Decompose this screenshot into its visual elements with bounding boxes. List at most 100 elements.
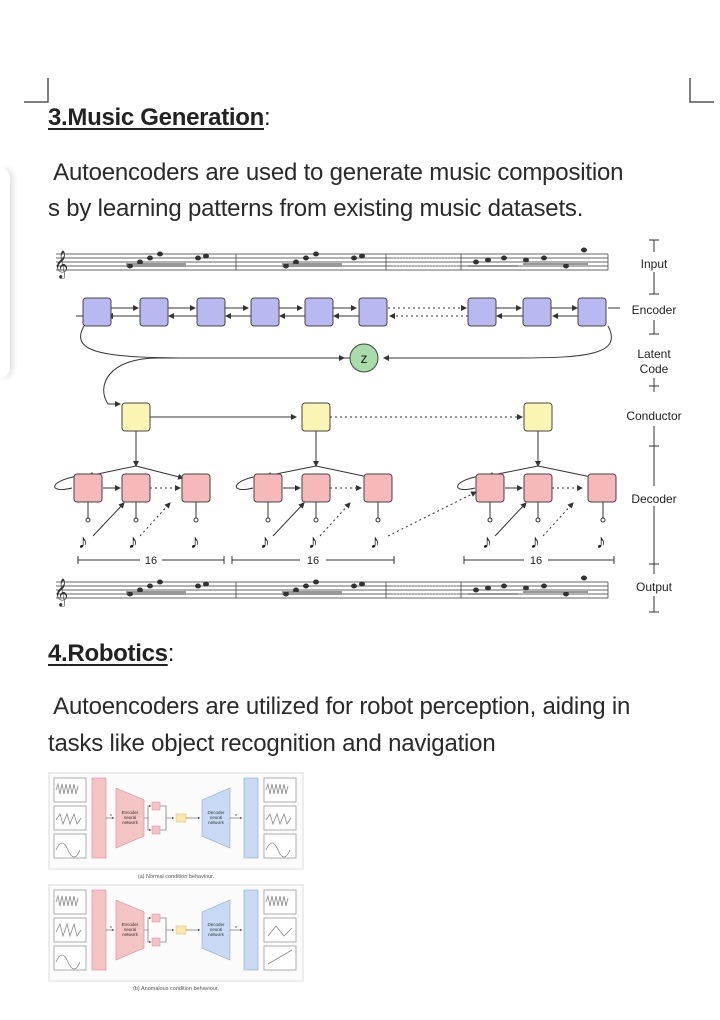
decoder-cell <box>475 473 505 503</box>
crop-mark-left <box>24 78 49 103</box>
encoder-cell <box>358 297 388 327</box>
output-notes <box>126 575 588 597</box>
section4-paragraph: Autoencoders are utilized for robot perc… <box>48 688 708 762</box>
decoder-cell <box>73 473 103 503</box>
decoder-cell <box>253 473 283 503</box>
svg-text:network: network <box>208 820 225 825</box>
section4-paragraph-line1: Autoencoders are utilized for robot perc… <box>48 693 631 720</box>
encoder-trapezoid <box>115 899 145 961</box>
input-label: Input <box>641 257 668 271</box>
encoder-label: Encoder neural network <box>122 810 139 825</box>
eighth-note-icon: ♪ <box>308 531 318 553</box>
caption-anomalous: (b) Anomalous condition behaviour. <box>133 986 219 992</box>
svg-text:Encoder: Encoder <box>122 810 139 815</box>
xhat-label: x' <box>235 924 238 929</box>
output-dotted-gap <box>393 585 458 595</box>
section3-paragraph-line2: s by learning patterns from existing mus… <box>48 195 584 222</box>
decoder-output-dots <box>85 517 606 523</box>
output-label: Output <box>636 580 673 594</box>
svg-text:Encoder: Encoder <box>122 922 139 927</box>
xhat-label: x' <box>235 812 238 817</box>
section3-heading: 3.Music Generation: <box>48 104 271 132</box>
encoder-cell <box>250 297 280 327</box>
eighth-note-icon: ♪ <box>530 531 540 553</box>
side-label-markers <box>649 239 659 613</box>
latent-z-label: z <box>361 350 368 366</box>
decoder-cell <box>363 473 393 503</box>
latent-label-line1: Latent <box>637 347 671 361</box>
input-notes <box>126 247 588 269</box>
decoder-cell <box>181 473 211 503</box>
latent-box <box>175 925 187 935</box>
crop-mark-right <box>689 78 714 103</box>
latent-box <box>175 813 187 823</box>
svg-text:network: network <box>122 820 139 825</box>
svg-text:network: network <box>122 932 139 937</box>
encoder-label: Encoder neural network <box>122 922 139 937</box>
encoder-cell <box>467 297 497 327</box>
latent-connections <box>80 325 612 407</box>
decoder-label: Decoder neural network <box>207 810 225 825</box>
conductor-cell <box>523 402 553 432</box>
decoder-label: Decoder neural network <box>207 922 225 937</box>
treble-clef-icon: 𝄞 <box>54 579 68 607</box>
svg-text:neural: neural <box>124 815 137 820</box>
latent-z-node <box>349 343 379 373</box>
conductor-cell <box>301 402 331 432</box>
left-edge-shadow <box>0 168 10 378</box>
decoder-cell <box>587 473 617 503</box>
decoder-cells <box>73 473 617 503</box>
music-vae-figure: 𝄞 <box>54 239 682 613</box>
panel-anomalous: Encoder neural network Decoder neural ne… <box>48 884 304 982</box>
encoder-cells <box>82 297 607 327</box>
encoder-trapezoid <box>115 787 145 849</box>
svg-text:Decoder: Decoder <box>207 810 225 815</box>
encoder-cell <box>196 297 226 327</box>
decoder-cell <box>121 473 151 503</box>
x-label: x <box>110 924 112 929</box>
encoder-cell <box>82 297 112 327</box>
eighth-note-icon: ♪ <box>596 531 606 553</box>
eighth-note-icon: ♪ <box>260 531 270 553</box>
caption-normal: (a) Normal condition behaviour. <box>138 874 215 880</box>
input-bar <box>91 889 107 971</box>
output-signals <box>263 889 297 971</box>
span-brackets <box>77 556 615 564</box>
latent-label-line2: Code <box>640 362 669 376</box>
x-label: x <box>110 812 112 817</box>
output-signals <box>263 777 297 859</box>
section3-paragraph: Autoencoders are used to generate music … <box>48 155 698 227</box>
section4-number: 4. <box>48 640 68 667</box>
decoder-label: Decoder <box>631 492 676 506</box>
decoder-links <box>54 465 604 537</box>
section3-number: 3. <box>48 104 68 131</box>
section3-title: Music Generation <box>67 104 264 131</box>
conductor-links <box>133 414 541 467</box>
decoder-cell <box>301 473 331 503</box>
conductor-cells <box>121 402 553 432</box>
section4-title: Robotics <box>67 640 168 667</box>
encoder-cell <box>139 297 169 327</box>
encoder-cell <box>577 297 607 327</box>
decoder-trapezoid <box>201 899 231 961</box>
svg-text:Decoder: Decoder <box>207 922 225 927</box>
input-bar <box>91 777 107 859</box>
encoder-cell <box>304 297 334 327</box>
svg-text:neural: neural <box>124 927 137 932</box>
input-signals <box>53 777 87 859</box>
section4-paragraph-line2: tasks like object recognition and naviga… <box>48 730 496 757</box>
svg-text:neural: neural <box>210 927 223 932</box>
decoder-trapezoid <box>201 787 231 849</box>
svg-text:network: network <box>208 932 225 937</box>
conductor-label: Conductor <box>626 409 681 423</box>
eighth-note-icon: ♪ <box>78 531 88 553</box>
treble-clef-icon: 𝄞 <box>54 251 68 279</box>
panel-normal: Encoder neural network Decoder neural ne… <box>48 772 304 870</box>
robotics-autoencoder-figure: Encoder neural network Decoder neural ne… <box>48 772 304 992</box>
span-label: 16 <box>307 555 319 567</box>
section4-colon: : <box>167 640 175 667</box>
svg-text:neural: neural <box>210 815 223 820</box>
input-signals <box>53 889 87 971</box>
encoder-label: Encoder <box>632 303 677 317</box>
span-label: 16 <box>145 555 157 567</box>
